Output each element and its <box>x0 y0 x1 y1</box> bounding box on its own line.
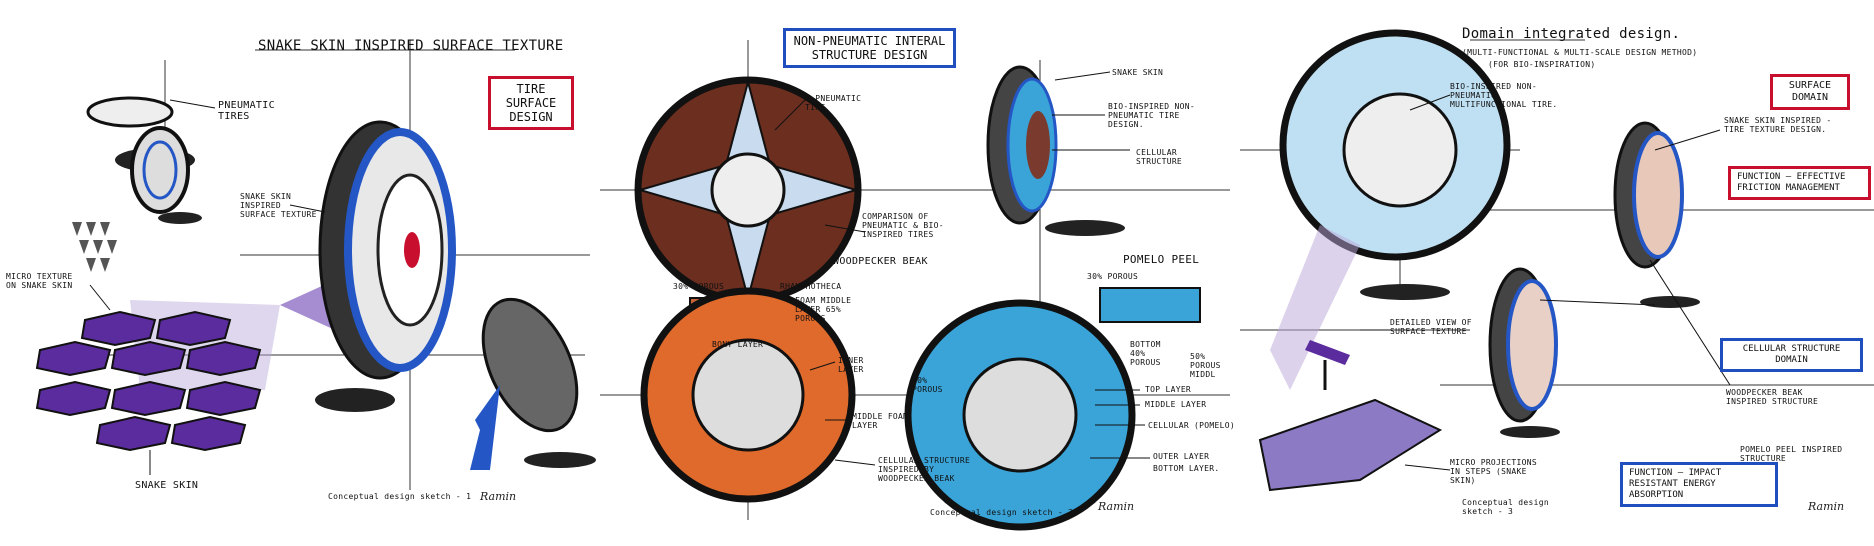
leader-line <box>169 99 216 109</box>
detailed-view-label: Detailed view of surface texture <box>1390 318 1472 336</box>
tire-tread-closeup <box>481 297 579 433</box>
leader-line <box>1409 94 1451 111</box>
shadow <box>1640 296 1700 308</box>
bio-inspired-design-label: Bio-inspired non-pneumatic tire design. <box>1108 102 1195 129</box>
pomelo-peel-title: Pomelo peel <box>1123 253 1200 266</box>
micro-projections-label: Micro projections in steps (snake skin) <box>1450 458 1537 485</box>
panel1-drawing <box>35 40 596 490</box>
tire-hub <box>962 357 1078 473</box>
middle-foam-layer-label: Middle foam layer <box>852 412 909 430</box>
panel1-title: Snake skin inspired surface texture <box>258 38 564 54</box>
detail-strip <box>1305 340 1350 365</box>
leader-line <box>1404 464 1451 471</box>
panel3-title: Domain integrated design. <box>1462 26 1681 42</box>
shadow <box>158 212 202 224</box>
tire-hub <box>691 338 805 452</box>
pomelo-layer-sample <box>1099 287 1201 323</box>
detail-beam <box>1270 225 1360 390</box>
comparison-label: Comparison of pneumatic & bio-inspired t… <box>862 212 944 239</box>
micro-texture-label: Micro texture on snake skin <box>6 272 73 290</box>
leader-line <box>774 99 806 131</box>
snake-skin-hexagons <box>35 310 262 452</box>
rhamphotheca-label: Rhamphotheca <box>780 282 842 291</box>
sketch-caption: Conceptual design sketch - 1 <box>328 492 472 501</box>
tire-hub <box>1026 111 1050 179</box>
porous-30b-label: 30% porous <box>912 376 943 394</box>
non-pneumatic-design-box: Non-pneumatic interal structure design <box>783 28 956 68</box>
panel-domain-integrated: Domain integrated design. (Multi-functio… <box>1240 0 1874 546</box>
foam-middle-layer-label: Foam middle layer 65% porous <box>795 296 852 323</box>
bio-inspired-tire-label: Bio-inspired non-pneumatic multifunction… <box>1450 82 1558 109</box>
top-layer-label: Top layer <box>1145 385 1192 394</box>
signature: Ramin <box>480 490 517 503</box>
panel3-drawing <box>1240 29 1874 492</box>
cellular-woodpecker-label: Cellular structure inspired by woodpecke… <box>878 456 971 483</box>
surface-domain-box: Surface domain <box>1770 74 1850 110</box>
signature: Ramin <box>1808 500 1845 513</box>
function-friction-box: Function — effective friction management <box>1728 166 1871 200</box>
panel3-subtitle-2: (for bio-inspiration) <box>1488 60 1596 69</box>
middle-layer-label: Middle layer <box>1145 400 1207 409</box>
tire-rim <box>1506 279 1558 411</box>
woodpecker-beak-title: Woodpecker beak <box>833 256 928 267</box>
snake-skin-label: Snake skin <box>1112 68 1164 77</box>
leader-line <box>1054 71 1111 81</box>
leader-line <box>89 284 111 311</box>
pomelo-structure-label: Pomelo peel inspired structure <box>1740 445 1843 463</box>
panel2-drawing <box>600 40 1230 531</box>
cellular-structure-domain-box: Cellular structure domain <box>1720 338 1863 372</box>
cellular-pomelo-label: Cellular (pomelo) <box>1148 421 1235 430</box>
apneumatic-tire-label: A pneumatic tire <box>805 94 862 112</box>
bottom-porous-label: Bottom 40% porous <box>1130 340 1161 367</box>
leader-line <box>1539 299 1656 306</box>
woodpecker-structure-label: Woodpecker beak inspired structure <box>1726 388 1819 406</box>
panel-non-pneumatic: Non-pneumatic interal structure design A… <box>600 0 1240 546</box>
inner-layer-label: Inner layer <box>838 356 864 374</box>
shadow <box>1045 220 1125 236</box>
shadow <box>1500 426 1560 438</box>
tire-cross-section <box>460 385 500 470</box>
bony-layer-label: Bony layer <box>712 340 764 349</box>
tire-hub <box>1342 92 1458 208</box>
sketch-caption: Conceptual design sketch - 3 <box>1462 498 1549 516</box>
function-impact-box: Function — impact resistant energy absor… <box>1620 462 1778 507</box>
sketch-caption: Conceptual design sketch - 2 <box>930 508 1074 517</box>
leader-line <box>809 361 836 371</box>
snake-skin-texture-label: Snake skin inspired - tire texture desig… <box>1724 116 1832 134</box>
pneumatic-tire-small <box>130 126 190 214</box>
signature: Ramin <box>1098 500 1135 513</box>
cellular-structure-label: Cellular structure <box>1136 148 1183 166</box>
leader-line <box>289 204 326 213</box>
panel3-subtitle-1: (Multi-functional & multi-scale design m… <box>1462 48 1698 57</box>
tire-hub <box>710 152 786 228</box>
pneumatic-tire-small <box>86 96 174 128</box>
porous-30c-label: 30% porous <box>1087 272 1139 281</box>
porous-30-label: 30% porous <box>673 282 725 291</box>
middle-porous-label: 50% porous middl <box>1190 352 1221 379</box>
tire-surface-design-box: Tire surface design <box>488 76 574 130</box>
hub-center <box>404 232 420 268</box>
leader-line <box>1649 259 1731 386</box>
bottom-layer-label: Bottom layer. <box>1153 464 1220 473</box>
leader-line <box>824 224 866 233</box>
micro-texture-triangles <box>72 222 117 272</box>
leader-line <box>1654 129 1721 151</box>
shadow <box>524 452 596 468</box>
tire-rim <box>1632 131 1684 259</box>
snake-skin-label: Snake skin <box>135 480 199 491</box>
panel-snake-skin: Snake skin inspired surface texture Tire… <box>0 0 600 546</box>
micro-projection-surface <box>1258 398 1443 492</box>
outer-layer-label: Outer layer <box>1153 452 1210 461</box>
leader-line <box>834 459 876 466</box>
tire-hub <box>142 140 178 200</box>
snake-skin-texture-label: Snake skin inspired surface texture <box>240 192 317 219</box>
shadow <box>1360 284 1450 300</box>
shadow <box>315 388 395 412</box>
pneumatic-tires-label: Pneumatic Tires <box>218 100 275 122</box>
projection-beam <box>280 280 335 330</box>
